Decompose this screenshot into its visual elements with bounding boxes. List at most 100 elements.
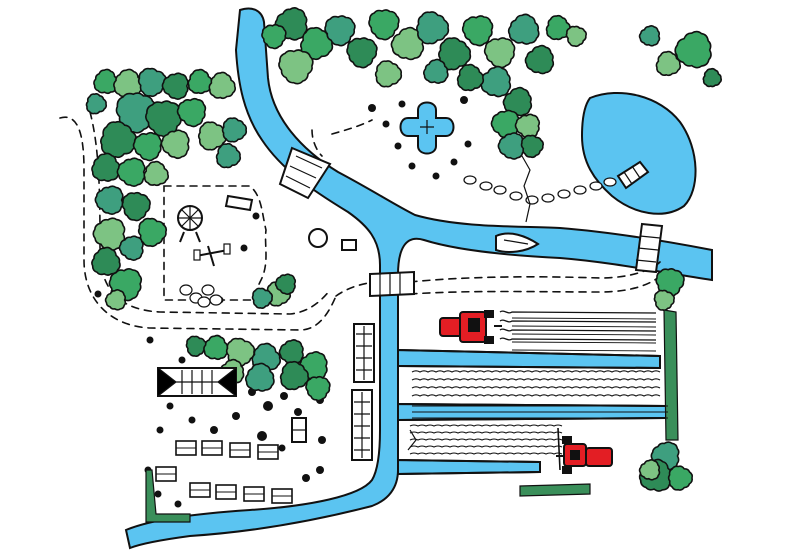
- crop-row: [397, 459, 541, 463]
- tree-icon: [197, 121, 228, 151]
- tree-icon: [91, 152, 121, 182]
- tree-icon: [461, 15, 494, 47]
- house-icon: [155, 466, 177, 482]
- tree-icon: [118, 235, 144, 261]
- tree-icon: [416, 11, 450, 45]
- tree-icon: [221, 117, 248, 143]
- tree-icon: [299, 26, 334, 61]
- tree-icon: [93, 68, 119, 95]
- tree-icon: [667, 465, 694, 491]
- boat-icon: [495, 232, 540, 253]
- tree-icon: [161, 72, 189, 100]
- ferris-wheel-icon: [177, 205, 203, 243]
- tree-icon: [94, 185, 124, 215]
- see-saw-icon: [193, 243, 231, 267]
- tree-icon: [251, 287, 273, 309]
- bridge-icon: [369, 270, 415, 298]
- tree-icon: [368, 9, 400, 41]
- tree-icon: [85, 93, 108, 115]
- crop-row: [411, 378, 661, 381]
- tree-icon: [100, 120, 138, 159]
- crop-row: [511, 325, 657, 328]
- tree-icon: [278, 339, 304, 365]
- crop-row: [411, 386, 661, 389]
- crop-row: [499, 328, 657, 332]
- tree-icon: [208, 71, 237, 100]
- tree-icon: [702, 67, 722, 88]
- crop-row: [557, 427, 561, 471]
- crop-row: [409, 452, 563, 455]
- stepping-stones: [463, 175, 617, 205]
- tree-icon: [438, 37, 472, 71]
- house-icon: [201, 440, 223, 456]
- tree-icon: [305, 375, 331, 402]
- tree-icon: [346, 37, 378, 69]
- tree-icon: [456, 63, 485, 92]
- field-icon: [397, 310, 668, 475]
- tree-icon: [545, 14, 572, 41]
- pond-icon: [399, 101, 455, 155]
- crop-row: [409, 438, 563, 441]
- forest-trees: [85, 7, 722, 492]
- tree-icon: [115, 92, 157, 134]
- tree-icon: [215, 142, 242, 169]
- swing-icon: [224, 194, 254, 212]
- tree-icon: [203, 334, 229, 361]
- hedge-row: [145, 155, 679, 523]
- crop-row: [511, 317, 657, 320]
- tree-icon: [278, 49, 314, 85]
- picnic-table-icon: [308, 228, 357, 251]
- house-icon: [257, 444, 279, 460]
- tree-icon: [374, 60, 403, 88]
- house-icon: [175, 440, 197, 456]
- crop-row: [409, 431, 563, 434]
- crop-row: [499, 337, 657, 341]
- lake: [580, 91, 697, 215]
- crop-row: [397, 471, 541, 475]
- tree-icon: [185, 335, 207, 357]
- tree-icon: [187, 68, 214, 95]
- tree-icon: [507, 13, 540, 45]
- tree-icon: [143, 160, 170, 187]
- tree-icon: [483, 37, 516, 69]
- tree-icon: [638, 459, 661, 481]
- crop-row: [407, 429, 417, 451]
- crop-row: [499, 319, 657, 323]
- crop-row: [397, 365, 661, 369]
- tree-icon: [502, 86, 533, 117]
- bridge-icon: [278, 146, 332, 200]
- tree-icon: [104, 289, 127, 311]
- crop-row: [511, 333, 657, 336]
- house-icon: [215, 484, 237, 500]
- tree-icon: [674, 30, 712, 69]
- tree-icon: [422, 58, 449, 84]
- tree-icon: [137, 67, 168, 98]
- bench-rocks: [179, 284, 223, 308]
- crop-row: [411, 394, 661, 397]
- tree-icon: [132, 131, 163, 162]
- tree-icon: [520, 134, 544, 159]
- crop-row: [411, 370, 661, 373]
- tree-icon: [479, 65, 512, 98]
- tree-icon: [390, 26, 425, 61]
- shrub-dots: [94, 96, 472, 508]
- bridge-icon: [634, 222, 664, 274]
- tree-icon: [655, 50, 682, 77]
- house-icon: [189, 482, 211, 498]
- tree-icon: [244, 362, 275, 392]
- tree-icon: [160, 129, 190, 160]
- bridge-icon: [616, 160, 650, 190]
- tree-icon: [261, 23, 287, 50]
- crop-row: [397, 403, 667, 407]
- crop-row: [511, 341, 657, 344]
- crop-row: [397, 349, 661, 357]
- tree-icon: [524, 44, 555, 75]
- tree-icon: [324, 15, 356, 47]
- house-icon: [271, 488, 293, 504]
- tree-icon: [91, 246, 121, 276]
- tractor-icon: [439, 310, 502, 344]
- tree-icon: [653, 289, 675, 312]
- crop-row: [397, 417, 667, 421]
- tree-icon: [655, 267, 685, 298]
